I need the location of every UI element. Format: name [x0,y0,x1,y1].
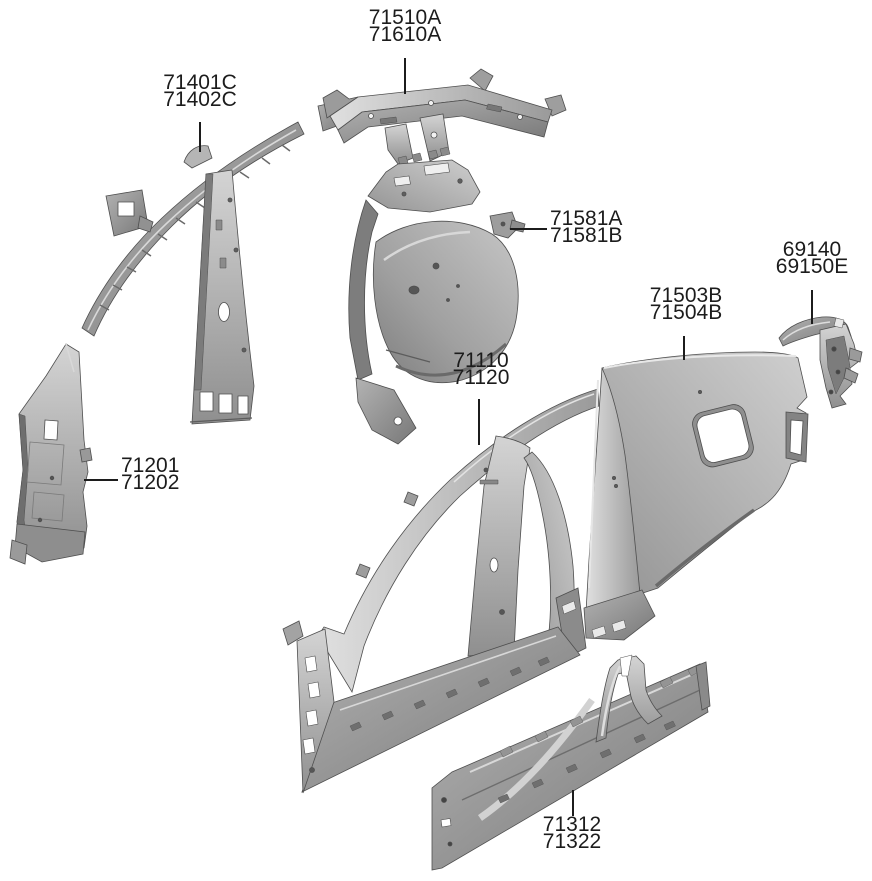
callout-pillar-rail-inner-upper[interactable]: 71401C 71402C [145,71,255,111]
part-number: 71581A [550,207,623,230]
part-front-pillar-inner-lower [9,343,93,565]
part-number: 71504B [649,300,723,324]
part-number: 69140 [782,238,842,261]
callout-rear-roof-rail[interactable]: 71510A 71610A [350,6,460,46]
part-number: 71201 [121,454,180,477]
part-quarter-inner-wheelhouse [348,159,526,445]
part-number: 71401C [163,71,237,94]
part-number: 71402C [163,87,237,111]
part-pillar-rail-inner-upper [81,121,305,425]
part-number: 71202 [121,470,180,494]
part-number: 71322 [542,829,602,853]
callout-quarter-inner-wheelhouse[interactable]: 71581A 71581B [550,207,660,247]
callout-quarter-panel-outer[interactable]: 71503B 71504B [631,284,741,324]
leader-lines [84,58,813,816]
callout-front-pillar-inner-lower[interactable]: 71201 71202 [121,454,231,494]
part-number: 71120 [452,365,510,389]
part-rear-corner-bracket [778,316,863,409]
part-number: 71510A [368,6,442,29]
part-side-sill-outer [431,654,711,871]
part-number: 71110 [453,349,509,372]
part-quarter-panel-outer [583,351,809,641]
part-rear-roof-rail [317,68,567,166]
part-number: 71312 [542,813,602,836]
callout-side-body-outer-panel[interactable]: 71110 71120 [426,349,536,389]
part-number: 69150E [775,254,849,278]
part-side-body-outer-panel [282,388,600,794]
callout-rear-corner-bracket[interactable]: 69140 69150E [757,238,867,278]
callout-side-sill-outer[interactable]: 71312 71322 [517,813,627,853]
part-number: 71581B [550,223,623,247]
part-number: 71503B [649,284,723,307]
part-number: 71610A [368,22,442,46]
